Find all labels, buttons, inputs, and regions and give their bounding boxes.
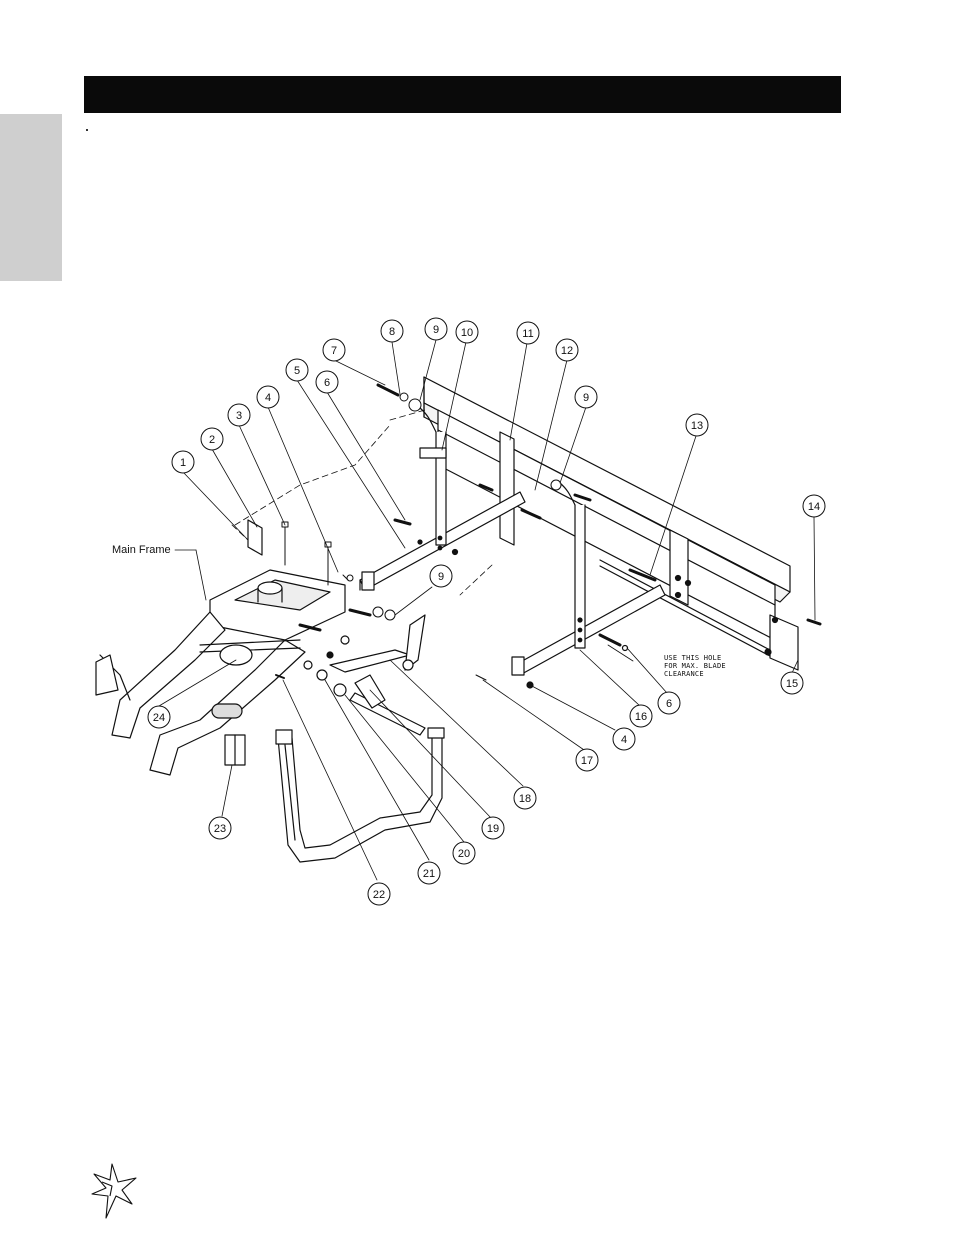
svg-text:13: 13 bbox=[691, 420, 703, 432]
note-line-2: FOR MAX. BLADE bbox=[664, 662, 726, 670]
callout-22: 22 bbox=[367, 882, 391, 906]
brand-logo-icon bbox=[91, 1163, 137, 1219]
svg-text:8: 8 bbox=[389, 326, 395, 338]
callout-6: 6 bbox=[315, 370, 339, 394]
push-frame bbox=[359, 407, 666, 689]
callout-18: 18 bbox=[513, 786, 537, 810]
svg-text:18: 18 bbox=[519, 793, 531, 805]
svg-text:2: 2 bbox=[209, 434, 215, 446]
callout-7: 7 bbox=[322, 338, 346, 362]
callout-17: 17 bbox=[575, 748, 599, 772]
callout-15: 15 bbox=[780, 671, 804, 695]
callout-23: 23 bbox=[208, 816, 232, 840]
note-line-1: USE THIS HOLE bbox=[664, 654, 721, 662]
callout-8: 8 bbox=[380, 319, 404, 343]
svg-text:19: 19 bbox=[487, 823, 499, 835]
callout-19: 19 bbox=[481, 816, 505, 840]
hardware bbox=[275, 383, 822, 681]
callout-1: 1 bbox=[171, 450, 195, 474]
main-frame bbox=[95, 519, 346, 776]
leader-lines bbox=[158, 339, 816, 881]
assembly-guides bbox=[231, 409, 493, 596]
svg-text:6: 6 bbox=[324, 377, 330, 389]
svg-text:4: 4 bbox=[621, 734, 627, 746]
svg-text:10: 10 bbox=[461, 327, 473, 339]
svg-text:4: 4 bbox=[265, 392, 271, 404]
svg-text:6: 6 bbox=[666, 698, 672, 710]
svg-text:20: 20 bbox=[458, 848, 470, 860]
handle-bail bbox=[275, 727, 445, 863]
note-line-3: CLEARANCE bbox=[664, 670, 704, 678]
callout-9-mid: 9 bbox=[429, 564, 453, 588]
side-tab bbox=[0, 114, 62, 281]
svg-text:22: 22 bbox=[373, 889, 385, 901]
callout-16: 16 bbox=[629, 704, 653, 728]
section-header-bar bbox=[84, 76, 841, 113]
svg-text:12: 12 bbox=[561, 345, 573, 357]
page-mark bbox=[86, 129, 88, 131]
callout-4-right: 4 bbox=[612, 727, 636, 751]
callout-24: 24 bbox=[147, 705, 171, 729]
main-frame-label: Main Frame bbox=[112, 544, 171, 556]
svg-text:17: 17 bbox=[581, 755, 593, 767]
svg-text:11: 11 bbox=[522, 328, 533, 340]
callout-4: 4 bbox=[256, 385, 280, 409]
lift-linkage bbox=[303, 614, 426, 736]
callout-2: 2 bbox=[200, 427, 224, 451]
callout-13: 13 bbox=[685, 413, 709, 437]
svg-text:24: 24 bbox=[153, 712, 165, 724]
svg-text:7: 7 bbox=[331, 345, 337, 357]
svg-text:15: 15 bbox=[786, 678, 798, 690]
callout-3: 3 bbox=[227, 403, 251, 427]
svg-text:9: 9 bbox=[438, 571, 444, 583]
callout-10: 10 bbox=[455, 320, 479, 344]
svg-text:5: 5 bbox=[294, 365, 300, 377]
callout-6-right: 6 bbox=[657, 691, 681, 715]
svg-text:16: 16 bbox=[635, 711, 647, 723]
callout-9-right: 9 bbox=[574, 385, 598, 409]
callout-5: 5 bbox=[285, 358, 309, 382]
svg-text:1: 1 bbox=[180, 457, 186, 469]
callout-20: 20 bbox=[452, 841, 476, 865]
svg-text:21: 21 bbox=[423, 868, 435, 880]
svg-text:9: 9 bbox=[583, 392, 589, 404]
callout-14: 14 bbox=[802, 494, 826, 518]
callout-9-top: 9 bbox=[424, 317, 448, 341]
callout-12: 12 bbox=[555, 338, 579, 362]
callout-21: 21 bbox=[417, 861, 441, 885]
svg-text:23: 23 bbox=[214, 823, 226, 835]
callout-11: 11 bbox=[516, 321, 540, 345]
svg-text:14: 14 bbox=[808, 501, 820, 513]
svg-text:9: 9 bbox=[433, 324, 439, 336]
clearance-note: USE THIS HOLE FOR MAX. BLADE CLEARANCE bbox=[664, 654, 726, 678]
svg-text:3: 3 bbox=[236, 410, 242, 422]
blade bbox=[423, 376, 799, 671]
